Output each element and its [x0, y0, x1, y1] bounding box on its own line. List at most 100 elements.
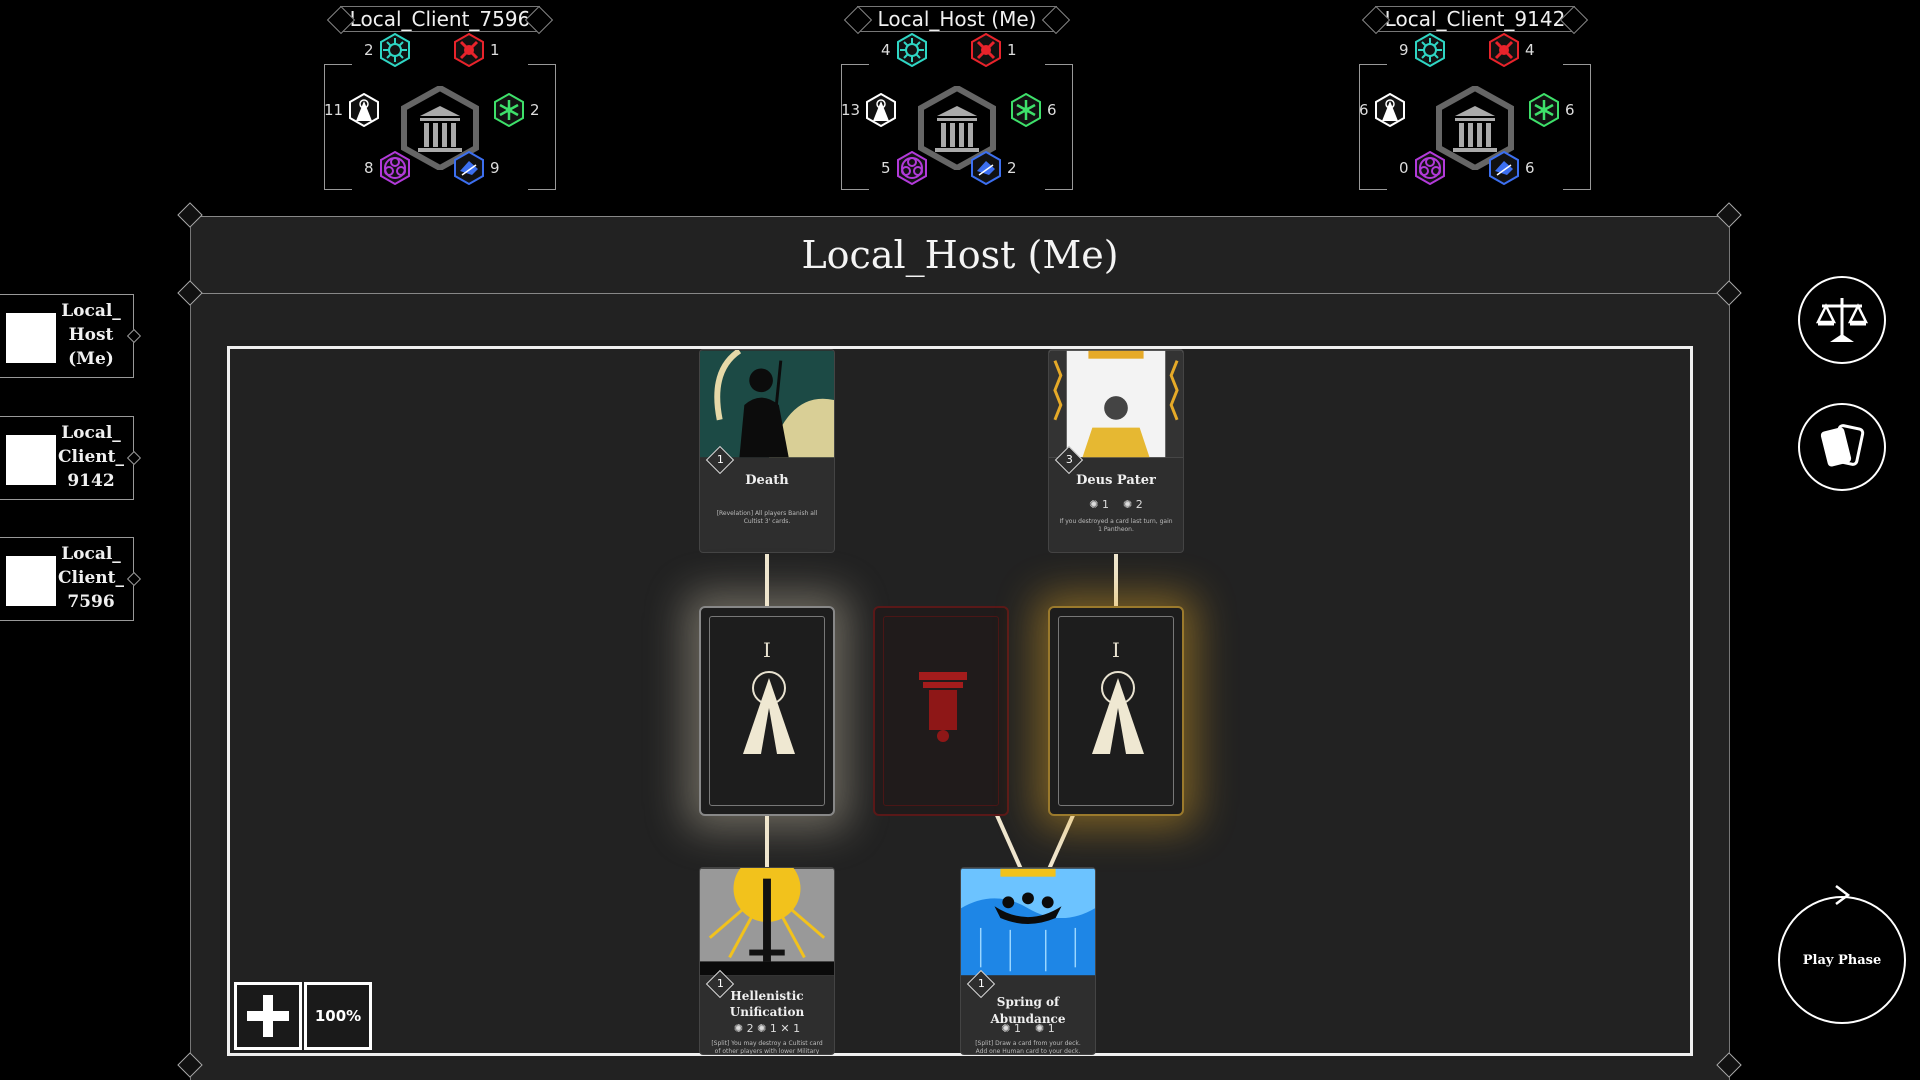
panel-header: Local_Host (Me) [190, 216, 1730, 294]
temple-column-icon [919, 672, 967, 742]
hooded-figure-icon [1092, 671, 1144, 754]
card-stats: ✺ 1 ✺ 2 [1089, 498, 1143, 511]
player-list-item[interactable]: Local_ Host (Me) [0, 294, 142, 378]
zoom-in-button[interactable] [234, 982, 302, 1050]
card-slot-locked [873, 606, 1009, 816]
resource-count: 6 [1565, 101, 1575, 119]
player-color-swatch [6, 313, 56, 363]
resource-blue: 9 [452, 151, 500, 185]
resource-purple: 5 [881, 151, 929, 185]
resource-count: 4 [1525, 41, 1535, 59]
card-title: Deus Pater [1076, 473, 1156, 488]
resource-count: 1 [490, 41, 500, 59]
resource-green: 6 [1009, 93, 1057, 127]
sun-icon: ✺ [1089, 498, 1099, 511]
green-resource-icon [494, 93, 524, 127]
resource-teal: 4 [881, 33, 929, 67]
resource-count: 2 [530, 101, 540, 119]
resource-count: 9 [1399, 41, 1409, 59]
purple-resource-icon [896, 151, 927, 185]
card-art-spring [961, 868, 1095, 976]
white-resource-icon [349, 93, 380, 127]
card-spring-of-abundance[interactable]: 1 Spring of Abundance ✺ 1 ✺ 1 [Split] Dr… [960, 867, 1096, 1055]
arrow-right-icon [1835, 885, 1851, 905]
card-title: Hellenistic Unification [729, 989, 805, 1019]
card-text: [Split] Draw a card from your deck. Add … [975, 1040, 1081, 1055]
teal-resource-icon [1414, 33, 1445, 67]
resource-count: 0 [1399, 159, 1409, 177]
resource-count: 4 [881, 41, 891, 59]
swords-icon: ✕ [780, 1022, 790, 1035]
plate-frame [1359, 64, 1591, 190]
card-slot-right[interactable]: I [1048, 606, 1184, 816]
red-resource-icon [1489, 33, 1519, 67]
card-art-hellenistic [700, 868, 834, 976]
connector-line [1114, 554, 1118, 606]
cards-button[interactable] [1798, 403, 1886, 491]
panel-title: Local_Host (Me) [801, 233, 1119, 277]
slot-numeral: I [1112, 638, 1120, 662]
connector-line [994, 812, 1023, 869]
hooded-figure-icon [743, 671, 795, 754]
player-list-name: Local_ Host (Me) [61, 301, 121, 369]
player-name-tag[interactable]: Local_Client_9142 [1375, 6, 1575, 32]
blue-resource-icon [454, 151, 484, 185]
scales-icon [1815, 298, 1869, 342]
player-color-swatch [6, 556, 56, 606]
card-art-deus-pater [1049, 350, 1183, 458]
resource-red: 1 [452, 33, 500, 67]
teal-resource-icon [379, 33, 410, 67]
resource-count: 11 [324, 101, 344, 119]
card-art-death [700, 350, 834, 458]
red-resource-icon [454, 33, 484, 67]
player-list-item[interactable]: Local_ Client_ 7596 [0, 537, 142, 621]
player-list-name: Local_ Client_ 7596 [58, 544, 124, 612]
resource-blue: 6 [1487, 151, 1535, 185]
temple-icon [918, 86, 996, 170]
temple-icon [401, 86, 479, 170]
plate-frame [841, 64, 1073, 190]
resource-green: 6 [1527, 93, 1575, 127]
player-list-item[interactable]: Local_ Client_ 9142 [0, 416, 142, 500]
resource-count: 2 [364, 41, 374, 59]
purple-resource-icon [379, 151, 410, 185]
resource-red: 4 [1487, 33, 1535, 67]
connector-line [765, 815, 769, 867]
slot-numeral: I [763, 638, 771, 662]
red-resource-icon [971, 33, 1001, 67]
card-hellenistic-unification[interactable]: 1 Hellenistic Unification ✺ 2 ✺ 1 ✕ 1 [S… [699, 867, 835, 1055]
blue-resource-icon [971, 151, 1001, 185]
play-phase-button[interactable]: Play Phase [1778, 896, 1906, 1024]
cards-icon [1820, 424, 1865, 467]
card-death[interactable]: 1 Death [Revelation] All players Banish … [699, 349, 835, 553]
game-board[interactable]: 1 Death [Revelation] All players Banish … [227, 346, 1693, 1056]
card-text: If you destroyed a card last turn, gain … [1059, 518, 1173, 533]
resource-count: 6 [1525, 159, 1535, 177]
balance-button[interactable] [1798, 276, 1886, 364]
resource-teal: 2 [364, 33, 412, 67]
teal-resource-icon [896, 33, 927, 67]
resource-purple: 0 [1399, 151, 1447, 185]
resource-red: 1 [969, 33, 1017, 67]
card-text: [Split] You may destroy a Cultist card o… [711, 1040, 823, 1055]
green-resource-icon [1529, 93, 1559, 127]
zoom-level-display[interactable]: 100% [304, 982, 372, 1050]
blue-resource-icon [1489, 151, 1519, 185]
player-name-tag[interactable]: Local_Host (Me) [857, 6, 1057, 32]
player-color-swatch [6, 435, 56, 485]
green-resource-icon [1011, 93, 1041, 127]
card-slot-left[interactable]: I [699, 606, 835, 816]
resource-count: 9 [490, 159, 500, 177]
player-name-tag[interactable]: Local_Client_7596 [340, 6, 540, 32]
white-resource-icon [866, 93, 897, 127]
resource-green: 2 [492, 93, 540, 127]
sun-icon: ✺ [757, 1022, 767, 1035]
sun-icon: ✺ [1123, 498, 1133, 511]
card-deus-pater[interactable]: 3 Deus Pater ✺ 1 ✺ 2 If you destroyed a … [1048, 349, 1184, 553]
resource-count: 2 [1007, 159, 1017, 177]
plus-icon [247, 995, 289, 1037]
sun-icon: ✺ [733, 1022, 744, 1035]
